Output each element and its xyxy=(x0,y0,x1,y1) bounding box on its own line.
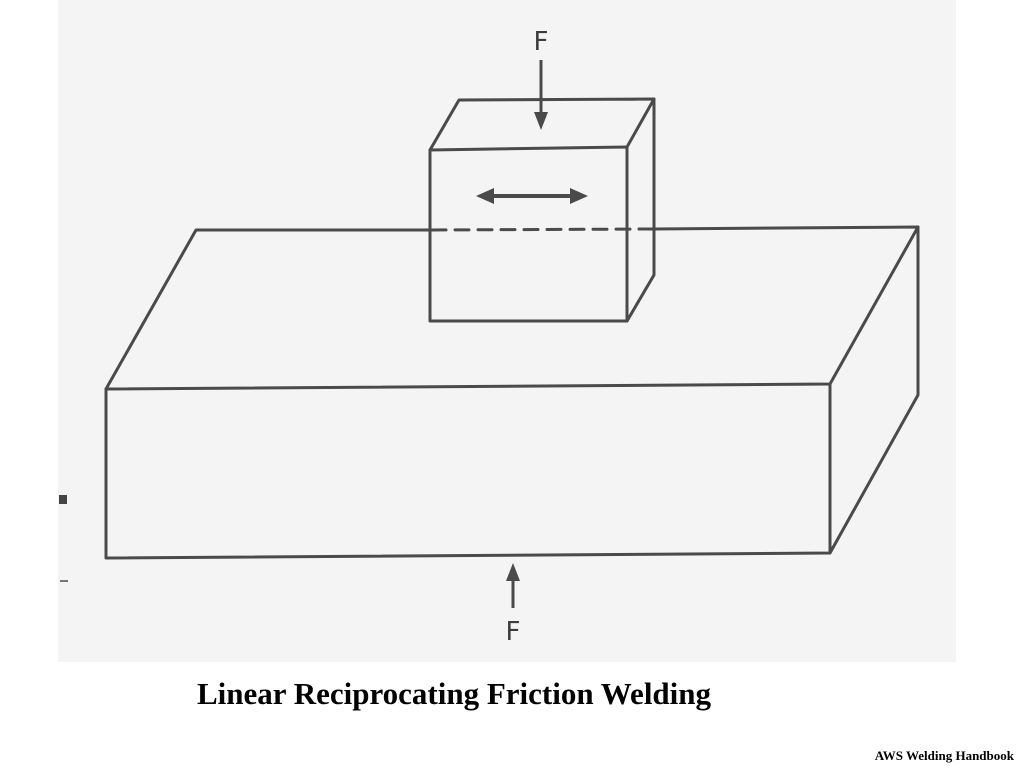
base-side-face xyxy=(828,225,920,555)
top-force-label: F xyxy=(534,27,549,57)
diagram-caption: Linear Reciprocating Friction Welding xyxy=(196,676,712,711)
scan-mark xyxy=(59,495,67,504)
weld-interface-dashed-line xyxy=(430,227,654,232)
bottom-force-arrow xyxy=(506,563,520,608)
reciprocating-motion-arrow xyxy=(476,188,588,204)
block-side-face xyxy=(625,97,656,323)
bottom-force-label: F xyxy=(506,617,521,647)
top-force-arrow xyxy=(534,60,548,130)
scan-mark xyxy=(60,580,68,582)
moving-block xyxy=(428,97,656,323)
block-top-face xyxy=(428,97,656,152)
base-workpiece xyxy=(104,225,920,560)
base-front-face xyxy=(104,382,832,560)
block-front-face xyxy=(428,145,629,323)
base-top-face xyxy=(104,225,920,391)
source-credit: AWS Welding Handbook xyxy=(874,748,1014,763)
